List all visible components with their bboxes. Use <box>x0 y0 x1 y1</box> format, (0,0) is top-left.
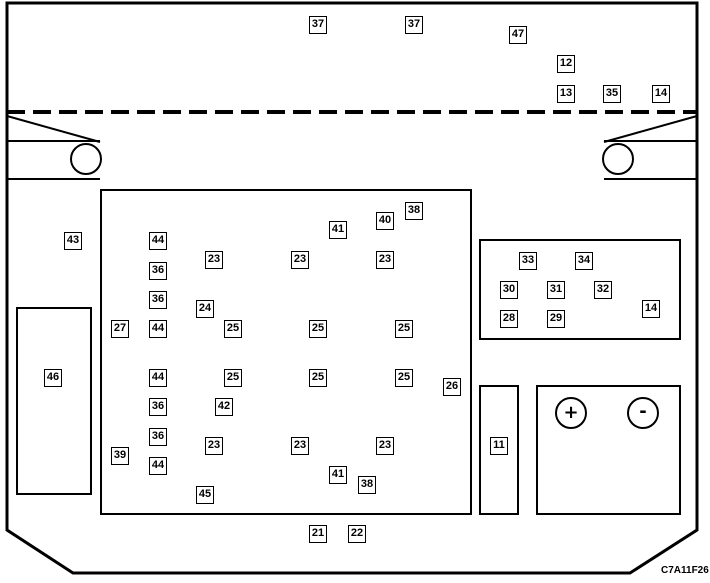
callout-23: 23 <box>205 251 223 269</box>
callout-33: 33 <box>519 252 537 270</box>
callout-28: 28 <box>500 310 518 328</box>
callout-41: 41 <box>329 466 347 484</box>
callout-14: 14 <box>642 300 660 318</box>
callout-25: 25 <box>395 320 413 338</box>
callout-36: 36 <box>149 428 167 446</box>
callout-12: 12 <box>557 55 575 73</box>
callout-25: 25 <box>224 320 242 338</box>
diagram-id: C7A11F26 <box>661 565 709 576</box>
battery-negative-symbol: - <box>639 401 647 422</box>
narrow-box <box>479 385 519 515</box>
callout-39: 39 <box>111 447 129 465</box>
callout-31: 31 <box>547 281 565 299</box>
callout-37: 37 <box>309 16 327 34</box>
callout-14: 14 <box>652 85 670 103</box>
callout-32: 32 <box>594 281 612 299</box>
callout-23: 23 <box>291 251 309 269</box>
callout-11: 11 <box>490 437 508 455</box>
callout-23: 23 <box>376 437 394 455</box>
callout-44: 44 <box>149 457 167 475</box>
battery-positive-symbol: + <box>563 402 579 423</box>
callout-36: 36 <box>149 291 167 309</box>
callout-23: 23 <box>205 437 223 455</box>
callout-22: 22 <box>348 525 366 543</box>
callout-37: 37 <box>405 16 423 34</box>
callout-29: 29 <box>547 310 565 328</box>
callout-43: 43 <box>64 232 82 250</box>
right-roller <box>602 143 634 175</box>
main-panel <box>100 189 472 515</box>
callout-36: 36 <box>149 398 167 416</box>
callout-21: 21 <box>309 525 327 543</box>
compartment-outline <box>5 1 699 575</box>
callout-40: 40 <box>376 212 394 230</box>
left-roller-assembly <box>6 115 102 180</box>
callout-46: 46 <box>44 369 62 387</box>
battery-box <box>536 385 681 515</box>
callout-25: 25 <box>395 369 413 387</box>
callout-30: 30 <box>500 281 518 299</box>
callout-35: 35 <box>603 85 621 103</box>
right-upper-panel <box>479 239 681 340</box>
callout-25: 25 <box>309 320 327 338</box>
callout-45: 45 <box>196 486 214 504</box>
callout-25: 25 <box>309 369 327 387</box>
callout-41: 41 <box>329 221 347 239</box>
left-box <box>16 307 92 495</box>
battery-positive-terminal <box>555 397 587 429</box>
callout-23: 23 <box>376 251 394 269</box>
callout-44: 44 <box>149 232 167 250</box>
left-roller <box>70 143 102 175</box>
callout-23: 23 <box>291 437 309 455</box>
callout-44: 44 <box>149 369 167 387</box>
callout-27: 27 <box>111 320 129 338</box>
battery-negative-terminal <box>627 397 659 429</box>
callout-25: 25 <box>224 369 242 387</box>
callout-24: 24 <box>196 300 214 318</box>
callout-38: 38 <box>358 476 376 494</box>
callout-13: 13 <box>557 85 575 103</box>
callout-26: 26 <box>443 378 461 396</box>
callout-42: 42 <box>215 398 233 416</box>
callout-36: 36 <box>149 262 167 280</box>
callout-47: 47 <box>509 26 527 44</box>
callout-34: 34 <box>575 252 593 270</box>
right-roller-assembly <box>602 115 698 180</box>
callout-38: 38 <box>405 202 423 220</box>
callout-44: 44 <box>149 320 167 338</box>
